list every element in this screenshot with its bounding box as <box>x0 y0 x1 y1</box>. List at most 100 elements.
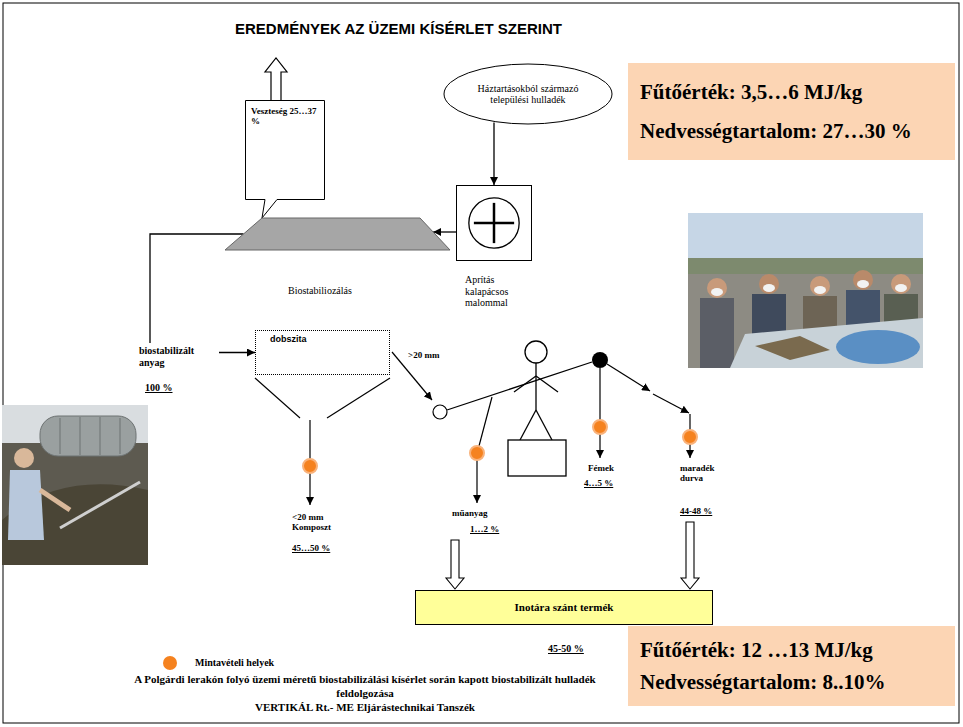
metal-branch <box>599 434 600 458</box>
site-photo <box>688 258 923 274</box>
worker-figure <box>535 363 536 410</box>
property-text: Nedvességtartalom: 27…30 % <box>640 119 943 143</box>
flow-arrow <box>433 231 456 232</box>
source-ellipse: Háztartásokból származó települési hulla… <box>443 63 613 125</box>
worker-figure <box>508 440 566 476</box>
crusher-label: Aprítás kalapácsos malommal <box>465 274 535 309</box>
legend-text: Mintavételi helyek <box>195 657 274 669</box>
sampling-dot <box>303 459 317 473</box>
biostabilization-pile: Biostabiliozálás <box>225 218 450 250</box>
product-box: Inotára szánt termék <box>415 590 713 625</box>
plastic-branch <box>476 460 477 503</box>
drum-sieve-box: dobszita <box>255 330 390 375</box>
sampling-dot <box>303 420 697 473</box>
worker-figure <box>508 341 566 476</box>
sampling-dot <box>683 430 697 444</box>
site-photo <box>700 298 734 368</box>
fraction-label: műanyag <box>452 508 488 518</box>
percent-label: 4…5 % <box>584 478 613 488</box>
site-photo <box>836 330 920 364</box>
sieve-photo <box>60 482 140 528</box>
product-text: Inotára szánt termék <box>515 601 614 614</box>
legend-swatch <box>163 656 177 670</box>
sieve-photo <box>40 490 70 510</box>
site-photo <box>891 274 911 294</box>
mill-symbol <box>469 198 519 248</box>
picking-conveyor <box>592 352 608 368</box>
residue-branch <box>607 364 650 391</box>
pile-label: Biostabiliozálás <box>288 285 352 297</box>
sieve-photo <box>40 416 136 456</box>
author-line: VERTIKÁL Rt.- ME Eljárástechnikai Tanszé… <box>110 700 620 714</box>
page-frame <box>3 3 959 723</box>
sieve-funnel <box>255 378 390 418</box>
loss-arrow <box>265 58 287 100</box>
percent-label: 100 % <box>145 382 173 394</box>
title: EREDMÉNYEK AZ ÜZEMI KÍSÉRLET SZERINT <box>235 20 562 37</box>
site-photo <box>730 318 923 368</box>
sieve-funnel <box>327 378 390 418</box>
hollow-arrow <box>681 522 699 589</box>
percent-label: 1…2 % <box>470 524 499 534</box>
mill-symbol <box>493 203 496 243</box>
site-photo <box>707 278 727 298</box>
metal-branch <box>599 368 600 420</box>
size-label: >20 mm <box>408 350 439 360</box>
worker-figure <box>525 341 547 363</box>
residue-branch <box>607 364 690 458</box>
legend-row: Mintavételi helyek <box>163 656 274 670</box>
crusher-outline <box>457 186 531 260</box>
site-photo <box>895 284 907 292</box>
property-box: Fűtőérték: 12 …13 MJ/kgNedvességtartalom… <box>628 626 955 706</box>
site-photo <box>857 280 869 288</box>
site-photo <box>814 286 826 294</box>
hollow-arrow <box>446 522 699 589</box>
plastic-branch <box>479 397 492 446</box>
property-box: Fűtőérték: 3,5…6 MJ/kgNedvességtartalom:… <box>628 63 955 160</box>
sieve-photo <box>60 418 61 454</box>
worker-figure <box>520 410 536 440</box>
sieve-photo <box>8 470 44 540</box>
site-photo <box>688 213 923 368</box>
hollow-arrow <box>446 540 464 589</box>
property-text: Fűtőérték: 3,5…6 MJ/kg <box>640 80 943 104</box>
sieve-photo <box>14 448 34 468</box>
flow-arrow <box>150 234 255 353</box>
picking-conveyor <box>433 352 608 419</box>
site-photo <box>810 276 830 296</box>
sieve-funnel <box>255 378 300 418</box>
caption: A Polgárdi lerakón folyó üzemi méretű bi… <box>110 672 620 700</box>
worker-figure <box>536 410 552 440</box>
sampling-dot <box>593 420 607 434</box>
property-text: Nedvességtartalom: 8..10% <box>640 670 943 694</box>
property-text: Fűtőérték: 12 …13 MJ/kg <box>640 638 943 662</box>
fraction-label: maradék durva <box>680 463 728 484</box>
sampling-dot <box>470 446 484 460</box>
flow-arrow <box>493 122 494 185</box>
sieve-photo <box>80 417 81 455</box>
loss-callout: Veszteség 25…37 % <box>245 100 325 200</box>
crusher-box: Aprítás kalapácsos malommal <box>456 185 532 261</box>
fraction-label: Fémek <box>588 463 614 473</box>
sieve-photo <box>100 417 101 455</box>
sieve-label: dobszita <box>270 334 375 344</box>
picking-conveyor <box>447 362 592 410</box>
percent-label: 44-48 % <box>680 506 712 516</box>
trapezoid-outline <box>225 218 450 250</box>
source-text: Háztartásokból származó települési hulla… <box>467 83 589 106</box>
site-photo <box>853 270 873 290</box>
site-photo <box>688 213 923 368</box>
site-photo <box>763 284 775 292</box>
ellipse-outline <box>444 64 612 124</box>
percent-label: 45-50 % <box>548 643 584 655</box>
fraction-label: <20 mm Komposzt <box>292 512 342 533</box>
callout-outline <box>246 101 325 219</box>
worker-figure <box>536 376 558 392</box>
sieve-photo <box>120 418 121 454</box>
sieve-photo <box>2 405 148 565</box>
picking-conveyor <box>433 405 447 419</box>
residue-branch <box>689 444 690 458</box>
site-photo <box>755 336 830 360</box>
